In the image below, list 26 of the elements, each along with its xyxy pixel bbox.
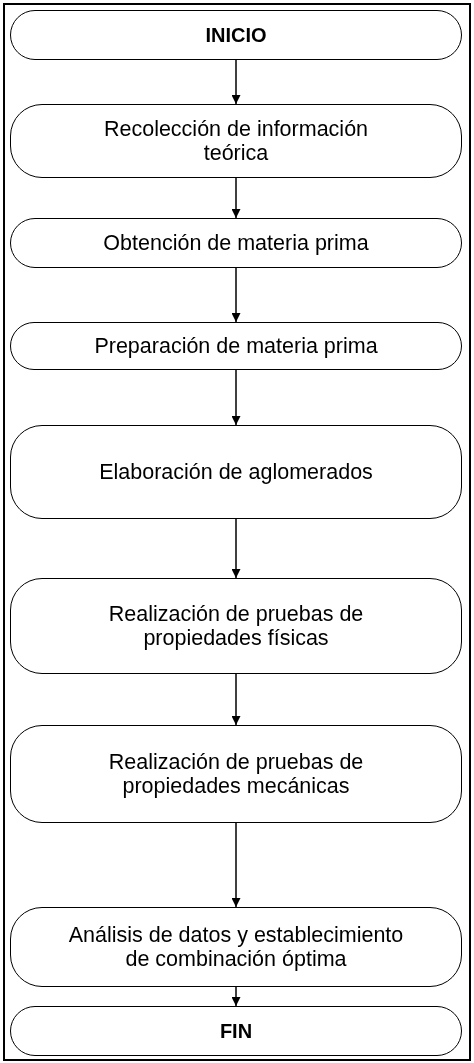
step-text: FIN [219, 1019, 253, 1043]
process-box [10, 578, 462, 674]
arrow [231, 177, 241, 219]
arrow [231, 986, 241, 1007]
step-text: Realización de pruebas de propiedades físicas [107, 602, 365, 650]
arrow [231, 673, 241, 726]
process-box [10, 322, 462, 370]
step-text: Realización de pruebas de propiedades mecánicas [107, 750, 365, 798]
process-box [10, 104, 462, 178]
step-text: Obtención de materia prima [103, 231, 369, 255]
step-text: Preparación de materia prima [94, 334, 378, 358]
process-box [10, 425, 462, 519]
arrow [231, 59, 241, 105]
step-text: Recolección de información teórica [102, 117, 370, 165]
process-box [10, 907, 462, 987]
step-text: Elaboración de aglomerados [99, 460, 373, 484]
arrow [231, 518, 241, 579]
process-box [10, 725, 462, 823]
terminal-box [10, 1006, 462, 1056]
arrow [231, 267, 241, 323]
arrow [231, 822, 241, 908]
process-box [10, 218, 462, 268]
arrow [231, 369, 241, 426]
terminal-box [10, 10, 462, 60]
step-text: Análisis de datos y establecimiento de combinación óptima [68, 923, 404, 971]
step-text: INICIO [205, 23, 267, 47]
